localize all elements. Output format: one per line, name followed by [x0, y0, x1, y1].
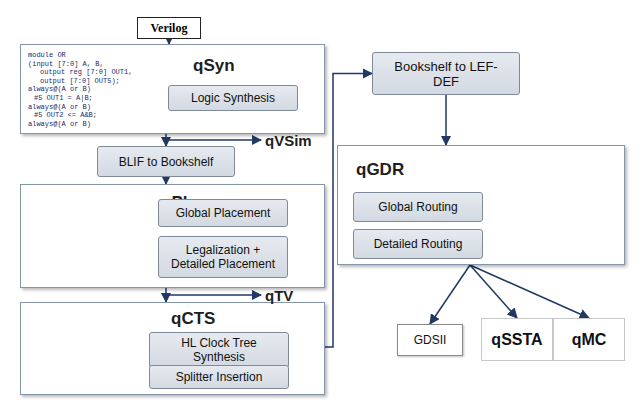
tool-panel: qGDR Global RoutingDetailed Routing — [337, 145, 625, 265]
input-box: Verilog — [137, 17, 201, 39]
process-box: HL Clock Tree Synthesis — [149, 332, 289, 368]
flow-arrow — [445, 95, 447, 145]
box-label: qSSTA — [491, 331, 542, 349]
box-label: Global Routing — [378, 200, 457, 214]
box-label: GDSII — [414, 333, 447, 347]
output-box: GDSII — [397, 324, 463, 356]
box-label: HL Clock Tree Synthesis — [154, 336, 284, 364]
panel-title: qGDR — [356, 160, 404, 180]
box-label: Logic Synthesis — [191, 91, 275, 105]
process-box: Splitter Insertion — [149, 365, 289, 389]
box-label: qMC — [572, 331, 607, 349]
tool-box: qMC — [553, 318, 625, 361]
box-label: Verilog — [151, 21, 188, 36]
code-line: module OR — [28, 51, 66, 59]
tool-box: qSSTA — [481, 318, 553, 361]
process-box: Detailed Routing — [353, 229, 483, 259]
flow-arrow — [165, 134, 167, 146]
box-label: Splitter Insertion — [176, 370, 263, 384]
process-box: Logic Synthesis — [168, 85, 298, 111]
code-line: always@(A or B) — [28, 103, 91, 111]
tool-panel: qCTS HL Clock Tree SynthesisSplitter Inse… — [20, 302, 325, 395]
flow-arrow — [470, 265, 589, 318]
panel-title: qCTS — [171, 309, 215, 329]
box-label: Global Placement — [176, 206, 271, 220]
flow-arrow — [165, 288, 167, 302]
leader-arrow — [167, 139, 261, 141]
process-box: Legalization + Detailed Placement — [158, 236, 288, 278]
leader-arrow — [167, 294, 261, 296]
code-line: output [7:0] OUT5); — [40, 77, 120, 85]
code-line: #5 OUT2 <= A&B; — [34, 111, 97, 119]
code-line: always@(A or B) — [28, 85, 91, 93]
process-box: Global Placement — [158, 199, 288, 227]
code-line: output reg [7:0] OUT1, — [40, 68, 132, 76]
flow-arrow — [165, 177, 167, 184]
code-line: #5 OUT1 = A|B; — [34, 94, 93, 102]
code-line: (input [7:0] A, B, — [28, 60, 104, 68]
panel-title: qSyn — [193, 56, 235, 76]
box-label: Detailed Routing — [374, 237, 463, 251]
box-label: Bookshelf to LEF-DEF — [391, 59, 501, 89]
tool-name: qVSim — [265, 132, 312, 149]
box-label: BLIF to Bookshelf — [119, 155, 214, 169]
converter-box: Bookshelf to LEF-DEF — [372, 52, 520, 95]
code-line: always@(A or B) — [28, 120, 91, 128]
tool-name: qTV — [265, 287, 293, 304]
box-label: Legalization + Detailed Placement — [163, 243, 283, 271]
process-box: Global Routing — [353, 192, 483, 222]
converter-box: BLIF to Bookshelf — [97, 146, 235, 177]
flow-arrow — [430, 265, 470, 324]
flow-arrow — [470, 265, 517, 318]
tool-panel: qPlaceGlobal PlacementLegalization + Det… — [20, 184, 325, 288]
